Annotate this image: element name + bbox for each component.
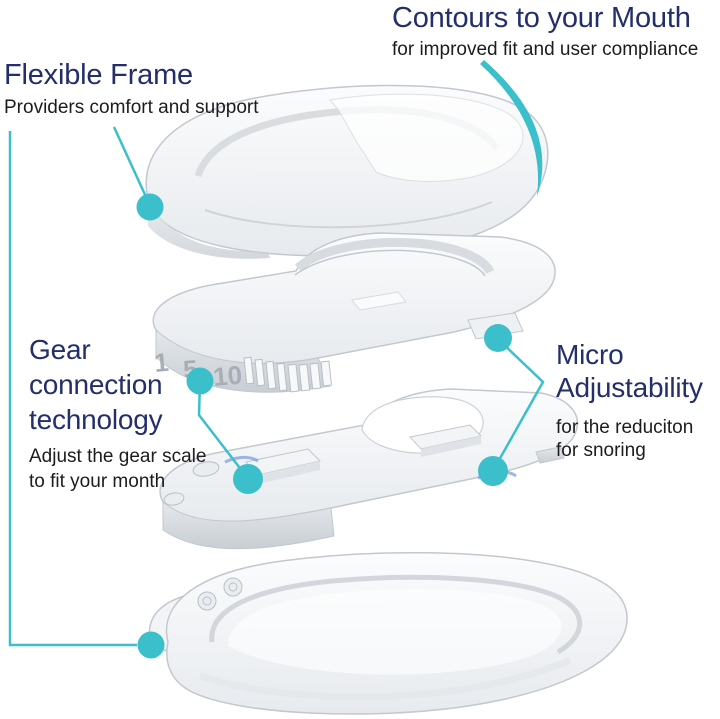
adjust-frame-front-band xyxy=(162,500,335,550)
micro-lower-dot xyxy=(478,456,508,486)
flexible-frame-dot xyxy=(136,193,164,221)
gear-plate-arch-line xyxy=(294,249,486,277)
adjust-frame-hole-1 xyxy=(192,461,220,477)
adjust-frame-block-left-side xyxy=(258,461,320,484)
flexible-frame-title: Flexible Frame xyxy=(4,59,193,91)
micro-title-line-1: Micro xyxy=(556,339,624,370)
layer-top-guard xyxy=(145,84,549,259)
gear-plate-arch xyxy=(294,237,495,275)
bottom-guard-post-2 xyxy=(223,577,243,597)
gear-teeth xyxy=(243,356,333,393)
elastic-accent-left xyxy=(224,455,259,464)
micro-leader-line xyxy=(492,339,545,470)
layer-adjust-frame xyxy=(159,388,579,550)
micro-upper-dot xyxy=(484,324,512,352)
bottom-guard-leader-line xyxy=(8,131,137,647)
gear-subtitle-line-1: Adjust the gear scale xyxy=(29,446,207,467)
bottom-guard-channel-fill xyxy=(228,589,562,675)
bottom-guard-channel xyxy=(209,574,583,655)
contours-subtitle: for improved fit and user compliance xyxy=(392,39,699,60)
gear-lower-dot xyxy=(233,464,263,494)
bottom-guard-post-1-inner xyxy=(202,596,212,606)
contours-title: Contours to your Mouth xyxy=(392,2,691,34)
micro-title-line-2: Adjustability xyxy=(556,372,703,403)
adjust-frame-block-right-side xyxy=(421,436,481,457)
top-guard-bite-line xyxy=(204,201,493,229)
top-guard-channel-highlight xyxy=(328,93,524,182)
gear-scale-number-10: 10 xyxy=(212,360,243,392)
flexible-frame-subtitle: Providers comfort and support xyxy=(4,97,259,118)
top-guard-front-face xyxy=(148,198,270,259)
layer-bottom-guard xyxy=(148,551,628,715)
callout-flexible-frame: Flexible Frame Providers comfort and sup… xyxy=(4,57,259,121)
bottom-guard-post-2-inner xyxy=(228,582,238,592)
bottom-guard-front-highlight xyxy=(198,656,572,701)
contours-leader-swoosh xyxy=(480,60,543,197)
layer-gear-plate: 1 5 10 xyxy=(152,232,556,393)
bottom-guard-post-1 xyxy=(197,591,217,611)
callout-dots xyxy=(136,193,512,659)
micro-subtitle-line-2: for snoring xyxy=(556,440,646,461)
bottom-guard-dot xyxy=(137,631,165,659)
gear-upper-dot xyxy=(186,367,214,395)
adjust-frame-hole-2 xyxy=(163,492,185,506)
gear-subtitle-line-2: to fit your month xyxy=(29,471,166,492)
adjust-frame-top xyxy=(159,388,579,523)
micro-subtitle-line-1: for the reduciton xyxy=(556,417,694,438)
gear-scale-number-1: 1 xyxy=(153,347,170,378)
gear-title-line-1: Gear xyxy=(29,334,91,365)
callout-micro-adjustability: Micro Adjustability for the reduciton fo… xyxy=(556,338,703,462)
adjust-frame-right-tab xyxy=(535,446,565,464)
gear-title-line-3: technology xyxy=(29,404,163,435)
callout-contours: Contours to your Mouth for improved fit … xyxy=(392,0,698,63)
flexible-frame-leader-line xyxy=(112,126,149,200)
callout-gear-connection: Gear connection technology Adjust the ge… xyxy=(29,332,206,494)
gear-title-line-2: connection xyxy=(29,369,163,400)
gear-plate-inset xyxy=(351,291,407,311)
